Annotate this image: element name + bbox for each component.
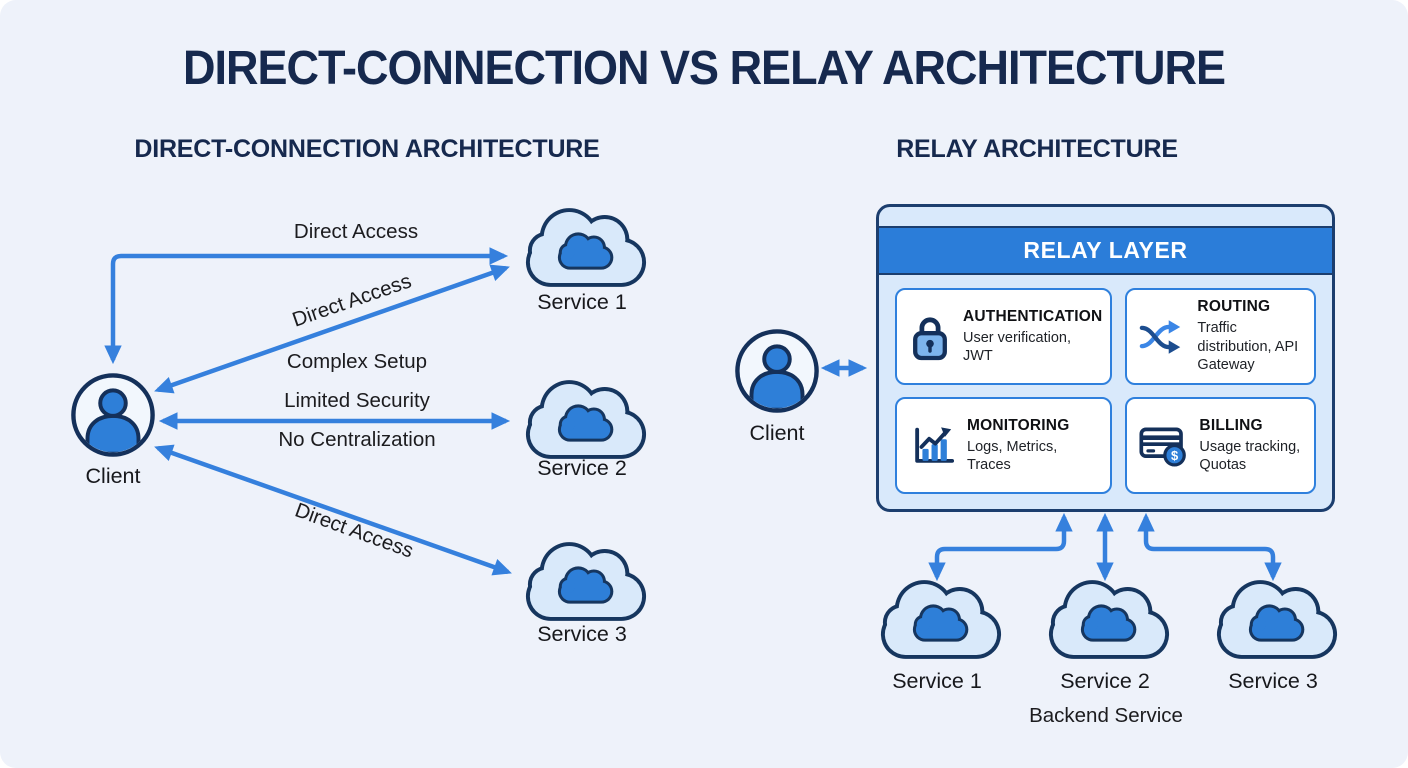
cloud-service2-right	[1048, 580, 1170, 659]
card-subtitle: Usage tracking, Quotas	[1199, 438, 1301, 473]
service-label: Service 1	[892, 669, 982, 693]
card-title: MONITORING	[967, 416, 1070, 434]
edge-relay-service3	[1137, 512, 1282, 582]
cloud-service3-right	[1216, 580, 1338, 659]
right-arrows	[820, 359, 1282, 582]
card-text: MONITORING Logs, Metrics, Traces	[967, 417, 1102, 475]
cloud-service2-left	[525, 380, 647, 459]
left-arrows	[104, 247, 512, 576]
card-billing: $ BILLING Usage tracking, Quotas	[1125, 397, 1316, 494]
cloud-service1-right	[880, 580, 1002, 659]
service-label: Service 3	[537, 622, 627, 646]
edge-direct-access-top	[104, 247, 509, 365]
edge-label-direct-access-top: Direct Access	[293, 220, 419, 243]
service-label: Service 2	[537, 456, 627, 480]
backend-service-label: Backend Service	[1029, 704, 1183, 727]
card-title: ROUTING	[1197, 298, 1271, 316]
right-section-heading: RELAY ARCHITECTURE	[896, 135, 1178, 163]
lock-icon	[909, 312, 951, 362]
service-label: Service 2	[1060, 669, 1150, 693]
card-monitoring: MONITORING Logs, Metrics, Traces	[895, 397, 1113, 494]
edge-label-no-centralization: No Centralization	[278, 428, 436, 451]
edge-relay-service1	[928, 512, 1073, 582]
left-section-heading: DIRECT-CONNECTION ARCHITECTURE	[134, 135, 600, 163]
relay-card-grid: AUTHENTICATION User verification, JWT RO…	[879, 275, 1332, 507]
credit-card-icon: $	[1139, 423, 1187, 469]
cloud-service1-left	[525, 208, 647, 287]
card-subtitle: Traffic distribution, API Gateway	[1197, 320, 1299, 374]
page-title: DIRECT-CONNECTION VS RELAY ARCHITECTURE	[183, 39, 1226, 95]
card-title: AUTHENTICATION	[963, 307, 1103, 325]
card-text: ROUTING Traffic distribution, API Gatewa…	[1197, 298, 1306, 374]
service-label: Service 3	[1228, 669, 1318, 693]
card-authentication: AUTHENTICATION User verification, JWT	[895, 288, 1113, 385]
card-text: AUTHENTICATION User verification, JWT	[963, 308, 1102, 366]
shuffle-icon	[1139, 314, 1185, 360]
client-icon-right	[737, 331, 816, 410]
cloud-service3-left	[525, 542, 647, 621]
card-subtitle: Logs, Metrics, Traces	[967, 438, 1058, 473]
relay-layer-box: RELAY LAYER AUTHENTICATION User verifica…	[876, 204, 1335, 512]
card-routing: ROUTING Traffic distribution, API Gatewa…	[1125, 288, 1316, 385]
client-icon-left	[73, 375, 152, 454]
edge-direct-access-upper	[154, 264, 510, 394]
client-label-right: Client	[749, 421, 805, 445]
edge-label-limited-security: Limited Security	[284, 389, 430, 412]
card-text: BILLING Usage tracking, Quotas	[1199, 417, 1306, 475]
edge-direct-access-lower	[154, 444, 512, 576]
service-label: Service 1	[537, 290, 627, 314]
dollar-glyph: $	[1171, 447, 1178, 462]
card-subtitle: User verification, JWT	[963, 329, 1071, 364]
client-label-left: Client	[85, 464, 141, 488]
card-title: BILLING	[1199, 416, 1263, 434]
relay-layer-header: RELAY LAYER	[879, 226, 1332, 275]
edge-label-complex-setup: Complex Setup	[286, 350, 428, 373]
bar-chart-icon	[909, 423, 955, 469]
